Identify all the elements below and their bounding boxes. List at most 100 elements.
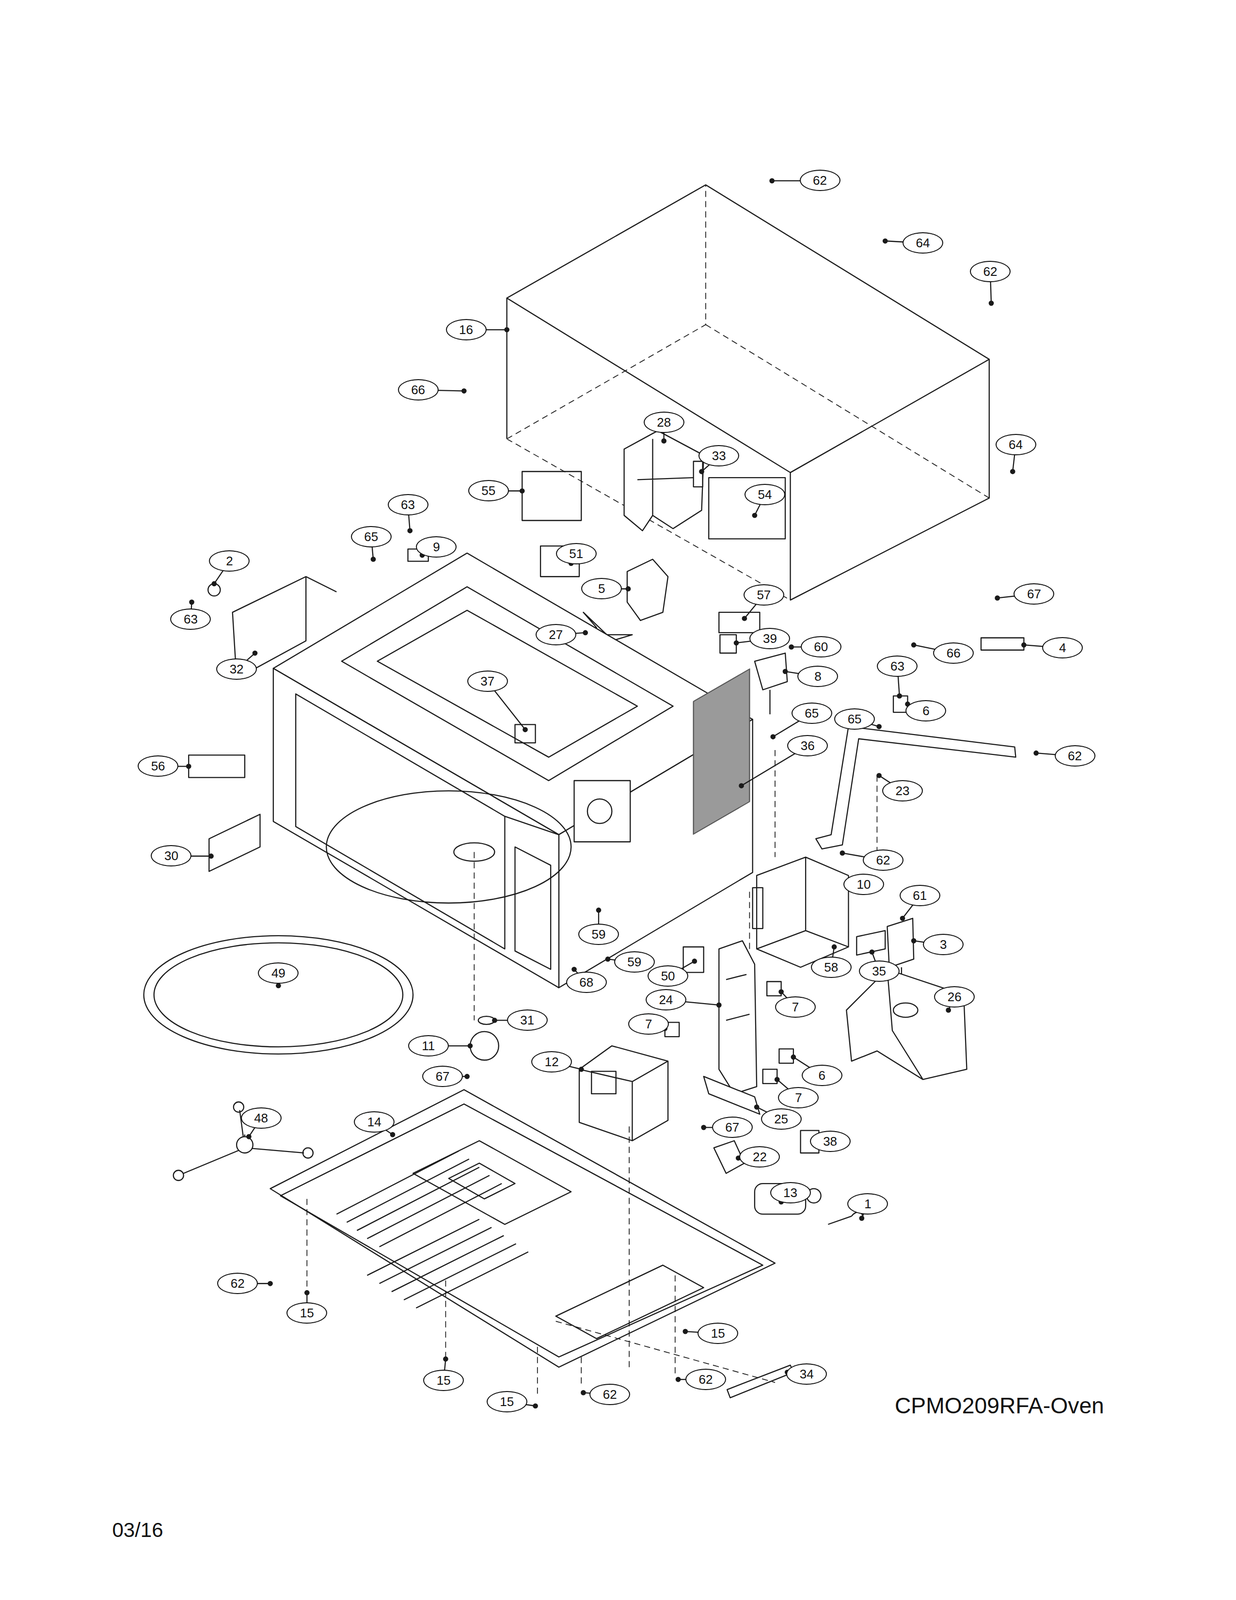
callout-text: 34 (794, 1365, 819, 1382)
part-point (520, 488, 524, 493)
callout-text: 67 (720, 1118, 745, 1136)
callout-text: 50 (656, 967, 680, 984)
callout-text: 61 (908, 887, 932, 904)
part-point (840, 850, 845, 855)
callout-text: 11 (416, 1037, 441, 1054)
part-point (789, 644, 793, 649)
callout-text: 9 (424, 538, 448, 555)
part-point (771, 734, 776, 739)
part-point (504, 327, 509, 332)
callout-number: 48 (240, 1107, 282, 1129)
part-point (769, 178, 774, 183)
transformer-coil (591, 1071, 616, 1094)
label-sheet (708, 477, 786, 539)
mount-rail (815, 726, 1016, 849)
label-sheet (718, 612, 760, 633)
shield-plate (208, 813, 260, 872)
base-plate (270, 1089, 776, 1367)
callout-number: 63 (387, 493, 429, 516)
air-guide (846, 968, 967, 1079)
callout-number: 49 (257, 962, 299, 984)
part-point (775, 1077, 779, 1081)
callout-number: 51 (555, 542, 597, 565)
part-point (989, 301, 994, 305)
micro-switch (766, 981, 781, 996)
date-code: 03/16 (111, 1518, 163, 1542)
callout-text: 32 (224, 660, 249, 678)
part-point (699, 469, 704, 474)
callout-number: 60 (800, 635, 842, 658)
part-point (533, 1403, 538, 1408)
callout-text: 13 (778, 1184, 803, 1201)
callout-number: 11 (408, 1034, 449, 1057)
callout-number: 62 (799, 169, 841, 191)
callout-number: 8 (797, 665, 839, 687)
callout-number: 62 (1054, 744, 1096, 767)
callout-text: 15 (495, 1393, 519, 1410)
callout-number: 62 (589, 1383, 631, 1405)
leader-lines (158, 178, 1075, 1408)
callout-number: 38 (809, 1130, 851, 1152)
part-point (304, 1290, 309, 1295)
part-point (390, 1132, 395, 1137)
part-point (461, 388, 466, 393)
callout-number: 54 (744, 483, 786, 506)
callout-number: 15 (423, 1369, 464, 1391)
part-point (897, 693, 902, 698)
callout-text: 48 (249, 1109, 273, 1126)
callout-text: 35 (867, 962, 891, 980)
callout-text: 3 (931, 935, 955, 953)
callout-text: 5 (589, 580, 614, 597)
label-sheet (719, 634, 737, 653)
callout-number: 61 (899, 884, 941, 906)
callout-number: 31 (507, 1009, 548, 1031)
part-point (870, 949, 874, 954)
vent-mesh (693, 668, 750, 834)
callout-text: 2 (217, 552, 241, 570)
callout-number: 64 (995, 433, 1037, 456)
callout-number: 4 (1042, 636, 1083, 659)
part-point (464, 1074, 469, 1078)
part-point (186, 763, 191, 768)
callout-number: 62 (862, 849, 904, 871)
hidden-edge (507, 184, 990, 600)
roller (233, 1101, 244, 1112)
callout-number: 6 (905, 699, 947, 722)
part-point (571, 966, 576, 971)
callout-text: 33 (707, 447, 731, 464)
callout-number: 68 (566, 971, 607, 993)
callout-number: 66 (397, 379, 439, 401)
base-recess (412, 1140, 571, 1225)
callout-number: 2 (208, 550, 250, 572)
trim-strip (727, 1364, 794, 1398)
callout-text: 62 (978, 263, 1002, 280)
callout-text: 8 (806, 667, 830, 685)
part-point (189, 600, 194, 604)
part-point (408, 528, 412, 533)
callout-text: 68 (574, 973, 599, 991)
callout-number: 15 (697, 1322, 739, 1344)
label-sheet (683, 946, 704, 973)
callout-text: 37 (475, 672, 500, 690)
part-point (832, 944, 837, 949)
callout-number: 39 (749, 627, 791, 650)
callout-number: 59 (578, 923, 619, 945)
part-point (778, 989, 783, 994)
callout-number: 26 (934, 985, 975, 1008)
part-point (1033, 750, 1038, 755)
callout-text: 14 (362, 1113, 386, 1130)
part-point (276, 983, 281, 988)
callout-number: 5 (581, 577, 622, 600)
part-point (995, 595, 999, 600)
callout-number: 7 (628, 1013, 669, 1035)
part-point (596, 907, 601, 912)
fan-motor (627, 558, 668, 620)
callout-text: 4 (1050, 639, 1075, 656)
callout-number: 27 (535, 623, 577, 646)
callout-text: 66 (406, 381, 430, 398)
cavity-front-frame (273, 668, 559, 988)
roller (173, 1170, 184, 1181)
transformer (579, 1045, 668, 1141)
callout-number: 23 (882, 779, 923, 802)
